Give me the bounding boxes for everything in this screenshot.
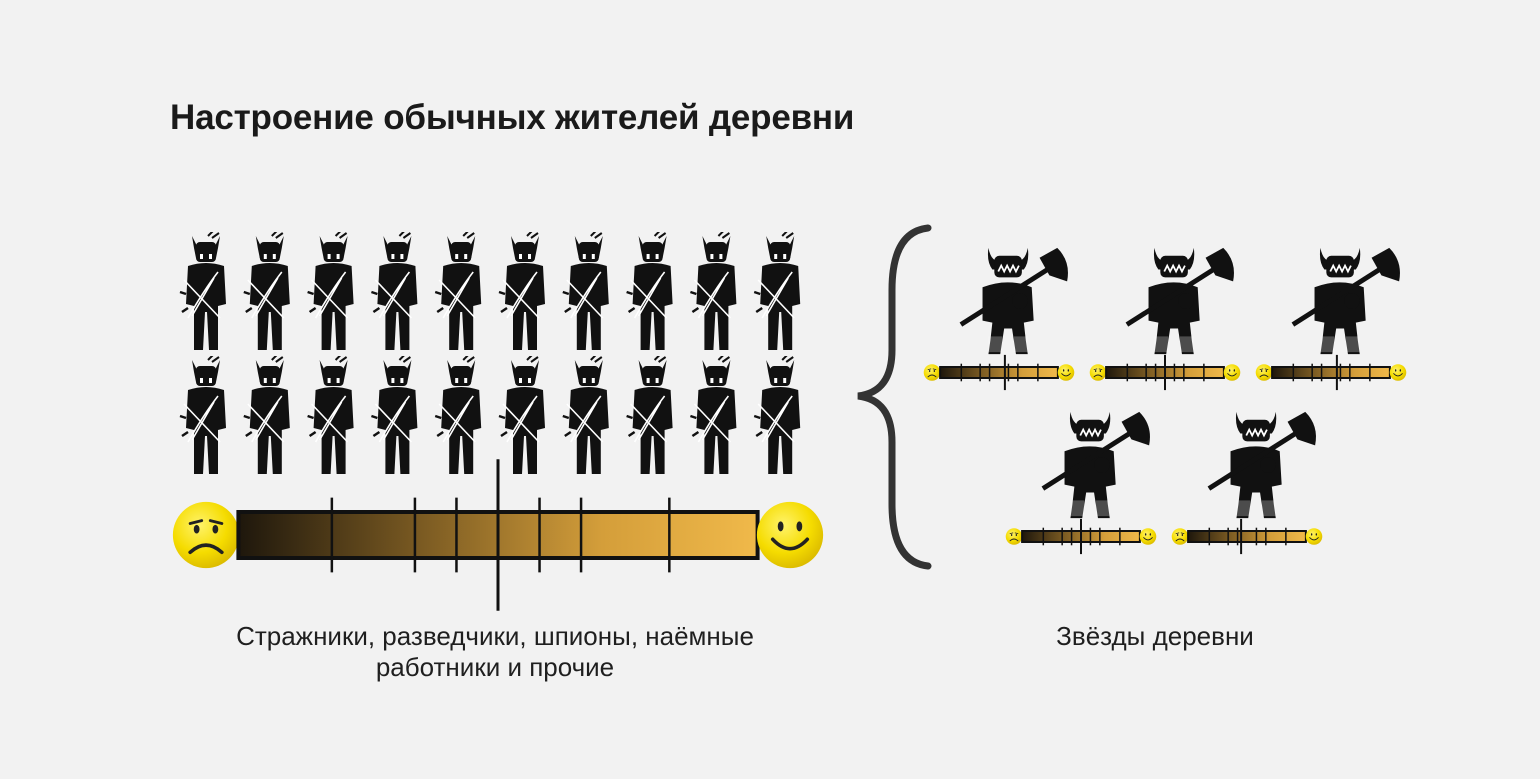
happy-face-icon <box>1223 363 1241 382</box>
page-title: Настроение обычных жителей деревни <box>170 98 855 137</box>
archer-icon <box>689 232 738 352</box>
mood-bar <box>1187 530 1307 543</box>
mood-bar <box>939 366 1059 379</box>
commoners-caption-line2: работники и прочие <box>375 652 615 682</box>
archer-icon <box>497 232 547 352</box>
sad-face-icon <box>923 363 941 382</box>
sad-face-icon <box>1255 363 1273 382</box>
archer-icon <box>178 232 228 352</box>
archer-icon <box>689 356 738 476</box>
archer-icon <box>625 356 674 476</box>
axe-warrior-icon <box>1043 412 1150 518</box>
happy-face-icon <box>1305 527 1323 546</box>
axe-warrior-icon <box>1209 412 1316 518</box>
sad-face-icon <box>1089 363 1107 382</box>
axe-warrior-icon <box>1293 248 1400 354</box>
archer-icon <box>306 356 355 476</box>
village-star <box>1171 412 1323 555</box>
archer-icon <box>178 356 228 476</box>
archer-icon <box>370 232 419 352</box>
commoners-caption-line1: Стражники, разведчики, шпионы, наёмные <box>236 621 754 651</box>
archer-icon <box>561 232 611 352</box>
sad-face-icon <box>1005 527 1023 546</box>
village-star <box>1255 248 1407 391</box>
archer-icon <box>242 356 292 476</box>
commoners-caption: Стражники, разведчики, шпионы, наёмные р… <box>150 621 840 683</box>
village-star <box>1005 412 1157 555</box>
village-star <box>1089 248 1241 391</box>
archer-icon <box>497 356 547 476</box>
happy-face-icon <box>1139 527 1157 546</box>
archer-icon <box>433 232 483 352</box>
commoners-mood-scale <box>171 459 825 611</box>
axe-warrior-icon <box>1127 248 1234 354</box>
archer-icon <box>433 356 483 476</box>
group-brace <box>857 224 932 570</box>
village-star <box>923 248 1075 391</box>
village-stars-group <box>923 248 1407 555</box>
archer-icon <box>561 356 611 476</box>
happy-face-icon <box>1389 363 1407 382</box>
sad-face-icon <box>1171 527 1189 546</box>
happy-face-icon <box>755 500 825 570</box>
commoners-group <box>178 232 802 476</box>
axe-warrior-icon <box>961 248 1068 354</box>
archer-icon <box>752 356 802 476</box>
mood-bar <box>1271 366 1391 379</box>
sad-face-icon <box>171 500 241 570</box>
happy-face-icon <box>1057 363 1075 382</box>
archer-icon <box>370 356 419 476</box>
archer-icon <box>625 232 674 352</box>
stars-caption: Звёзды деревни <box>1056 621 1254 651</box>
archer-icon <box>752 232 802 352</box>
archer-icon <box>306 232 355 352</box>
archer-icon <box>242 232 292 352</box>
